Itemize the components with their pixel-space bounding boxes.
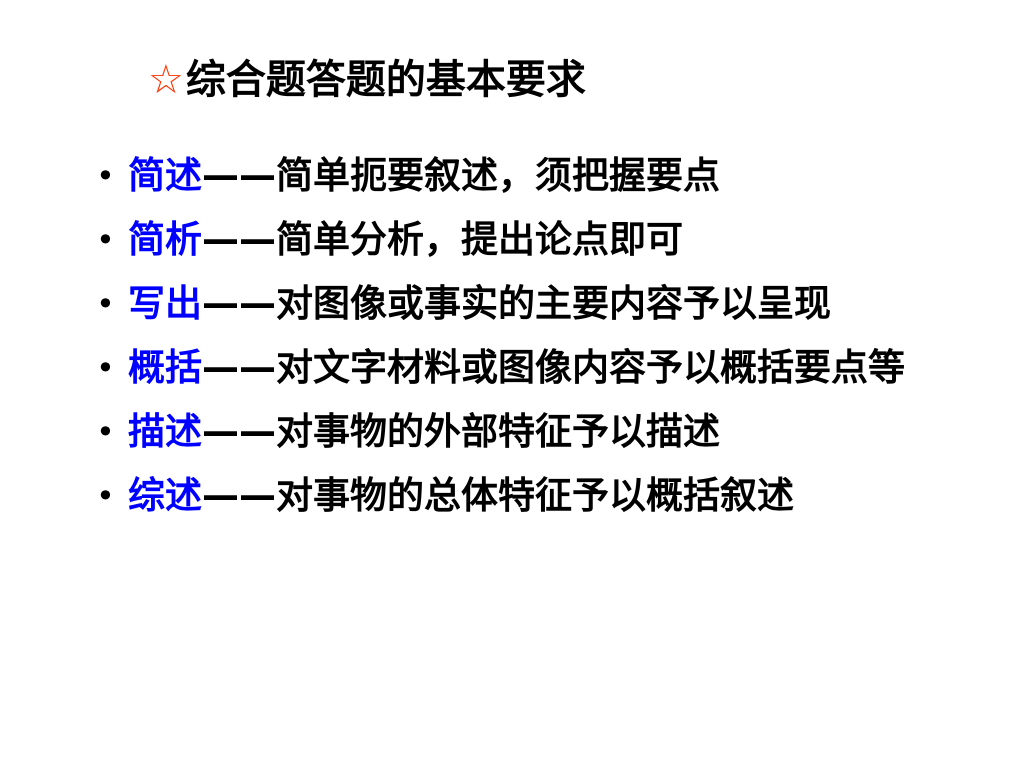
bullet-description: ——对图像或事实的主要内容予以呈现 [202, 282, 831, 325]
list-item: • 概括——对文字材料或图像内容予以概括要点等 [96, 340, 976, 396]
bullet-list: •简述——简单扼要叙述，须把握要点 •简析——简单分析，提出论点即可 •写出——… [96, 148, 976, 532]
list-item: • 综述——对事物的总体特征予以概括叙述 [96, 468, 976, 524]
list-item: • 描述——对事物的外部特征予以描述 [96, 404, 976, 460]
bullet-description: ——对文字材料或图像内容予以概括要点等 [202, 346, 905, 389]
bullet-term: 简析 [128, 218, 202, 261]
bullet-description: ——简单扼要叙述，须把握要点 [202, 154, 720, 197]
bullet-dot-icon: • [96, 157, 115, 195]
bullet-term: 写出 [128, 282, 202, 325]
slide-title: ☆综合题答题的基本要求 [148, 52, 586, 108]
bullet-term: 描述 [128, 410, 202, 453]
bullet-description: ——对事物的总体特征予以概括叙述 [202, 474, 794, 517]
bullet-dot-icon: • [96, 413, 115, 451]
bullet-description: ——对事物的外部特征予以描述 [202, 410, 720, 453]
list-item: • 简述——简单扼要叙述，须把握要点 [96, 148, 976, 204]
bullet-description: ——简单分析，提出论点即可 [202, 218, 683, 261]
list-item: • 简析——简单分析，提出论点即可 [96, 212, 976, 268]
star-outline-icon: ☆ [148, 57, 184, 103]
bullet-dot-icon: • [96, 221, 115, 259]
bullet-term: 概括 [128, 346, 202, 389]
bullet-dot-icon: • [96, 349, 115, 387]
list-item: • 写出——对图像或事实的主要内容予以呈现 [96, 276, 976, 332]
bullet-dot-icon: • [96, 477, 115, 515]
bullet-dot-icon: • [96, 285, 115, 323]
bullet-term: 综述 [128, 474, 202, 517]
bullet-term: 简述 [128, 154, 202, 197]
slide-title-text: 综合题答题的基本要求 [185, 57, 586, 103]
